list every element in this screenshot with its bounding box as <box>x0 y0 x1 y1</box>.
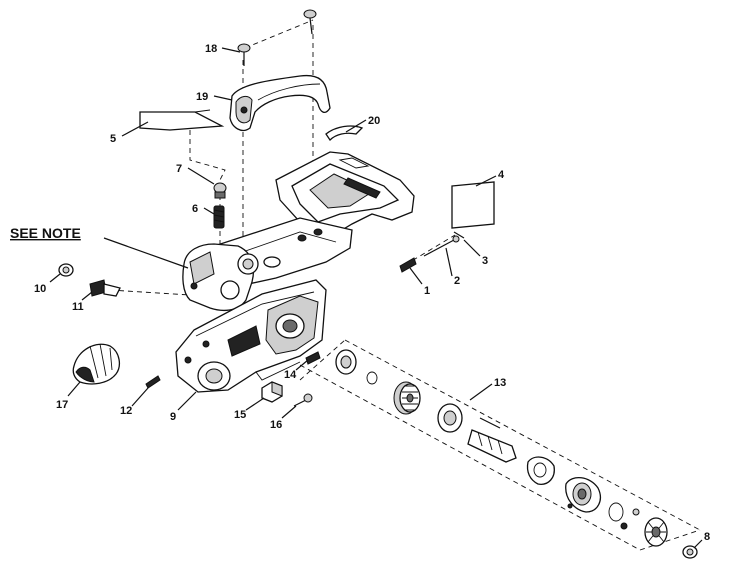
callout-13: 13 <box>494 377 506 389</box>
pin-part-14 <box>305 351 321 365</box>
callout-9: 9 <box>170 411 176 423</box>
screw-part-18 <box>237 9 317 66</box>
spring-part-1 <box>399 257 417 273</box>
cap-part-20 <box>325 125 364 142</box>
washer-part-8 <box>682 545 698 559</box>
callout-10: 10 <box>34 283 46 295</box>
screw-part-16 <box>293 393 313 407</box>
main-housing <box>175 151 415 393</box>
callout-4: 4 <box>498 169 505 181</box>
pin-part-12 <box>145 375 161 389</box>
pin-part-3 <box>453 231 465 239</box>
leader-lines <box>49 47 703 549</box>
callout-5: 5 <box>110 133 116 145</box>
callout-numbers: 18 19 5 7 6 20 4 10 11 1 2 3 17 12 9 15 … <box>34 43 710 543</box>
callout-8: 8 <box>704 531 710 543</box>
callout-14: 14 <box>284 369 297 381</box>
label-part-5 <box>139 109 225 131</box>
callout-2: 2 <box>454 275 460 287</box>
switch-part-11 <box>89 279 121 297</box>
callout-16: 16 <box>270 419 282 431</box>
handle-cover-part-19 <box>229 74 331 132</box>
nut-part-15 <box>261 381 283 403</box>
callout-3: 3 <box>482 255 488 267</box>
callout-15: 15 <box>234 409 246 421</box>
knob-part-17 <box>72 343 121 385</box>
bolt-part-7 <box>213 182 227 199</box>
callout-17: 17 <box>56 399 68 411</box>
callout-11: 11 <box>72 301 84 313</box>
rod-part-2 <box>423 235 460 257</box>
spring-part-6 <box>213 205 225 229</box>
see-note-label: SEE NOTE <box>10 225 81 241</box>
callout-12: 12 <box>120 405 132 417</box>
callout-18: 18 <box>205 43 217 55</box>
callout-1: 1 <box>424 285 430 297</box>
plate-part-4 <box>451 181 495 229</box>
callout-19: 19 <box>196 91 208 103</box>
callout-20: 20 <box>368 115 380 127</box>
callout-7: 7 <box>176 163 182 175</box>
gear-assembly-part-13 <box>335 349 668 547</box>
callout-6: 6 <box>192 203 198 215</box>
plug-part-10 <box>58 263 74 277</box>
